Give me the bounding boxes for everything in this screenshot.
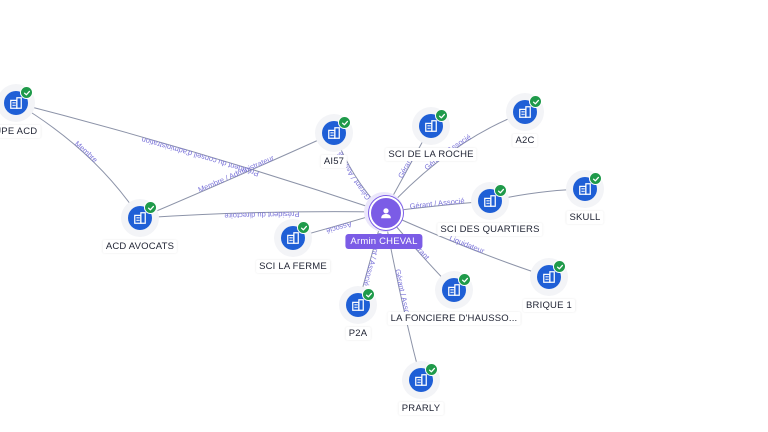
check-badge-icon <box>494 184 507 197</box>
building-icon <box>448 284 460 296</box>
check-badge-icon <box>20 86 33 99</box>
company-label[interactable]: P2A <box>345 327 371 340</box>
building-icon <box>328 127 340 139</box>
building-icon[interactable] <box>128 206 152 230</box>
relation-edge <box>139 132 335 219</box>
check-icon <box>428 367 435 372</box>
company-label[interactable]: LA FONCIERE D'HAUSSO... <box>387 312 521 325</box>
check-icon <box>147 205 154 210</box>
person-icon <box>381 208 391 219</box>
person-label[interactable]: Armin CHEVAL <box>345 234 423 249</box>
check-icon <box>23 90 30 95</box>
building-icon <box>352 299 364 311</box>
relation-edge <box>383 211 422 381</box>
relation-edge <box>15 102 141 219</box>
company-label[interactable]: OUPE ACD <box>0 125 41 138</box>
company-label[interactable]: SKULL <box>566 211 604 224</box>
building-icon <box>543 271 555 283</box>
company-label[interactable]: A2C <box>512 134 538 147</box>
building-icon <box>287 232 299 244</box>
relation-label: Membre <box>73 139 99 164</box>
building-icon <box>484 195 496 207</box>
check-icon <box>592 176 599 181</box>
company-label[interactable]: SCI DE LA ROCHE <box>385 148 477 161</box>
check-icon <box>532 99 539 104</box>
company-label[interactable]: AI57 <box>320 155 348 168</box>
building-icon <box>519 106 531 118</box>
check-badge-icon <box>425 363 438 376</box>
company-label[interactable]: PRARLY <box>398 402 444 415</box>
check-badge-icon <box>362 288 375 301</box>
building-icon <box>415 374 427 386</box>
company-label[interactable]: SCI DES QUARTIERS <box>437 223 543 236</box>
relation-label: Gérant / Associé <box>409 196 465 211</box>
check-badge-icon <box>297 221 310 234</box>
relation-edge <box>139 211 385 219</box>
company-label[interactable]: ACD AVOCATS <box>102 240 178 253</box>
check-icon <box>556 264 563 269</box>
building-icon <box>425 120 437 132</box>
company-label[interactable]: BRIQUE 1 <box>523 299 575 312</box>
check-icon <box>365 292 372 297</box>
building-icon[interactable] <box>573 177 597 201</box>
check-icon <box>461 277 468 282</box>
building-icon <box>134 212 146 224</box>
relation-label: Président du directoire <box>224 210 299 221</box>
check-icon <box>497 188 504 193</box>
check-icon <box>438 113 445 118</box>
check-badge-icon <box>338 116 351 129</box>
check-badge-icon <box>529 95 542 108</box>
company-label[interactable]: SCI LA FERME <box>256 260 330 273</box>
check-badge-icon <box>553 260 566 273</box>
check-badge-icon <box>435 109 448 122</box>
check-icon <box>341 120 348 125</box>
relation-edge <box>15 102 385 213</box>
relation-label: Liquidateur <box>448 233 486 255</box>
building-icon <box>579 183 591 195</box>
check-badge-icon <box>458 273 471 286</box>
check-icon <box>300 225 307 230</box>
check-badge-icon <box>144 201 157 214</box>
check-badge-icon <box>589 172 602 185</box>
building-icon <box>10 97 22 109</box>
person-icon[interactable] <box>369 196 403 230</box>
